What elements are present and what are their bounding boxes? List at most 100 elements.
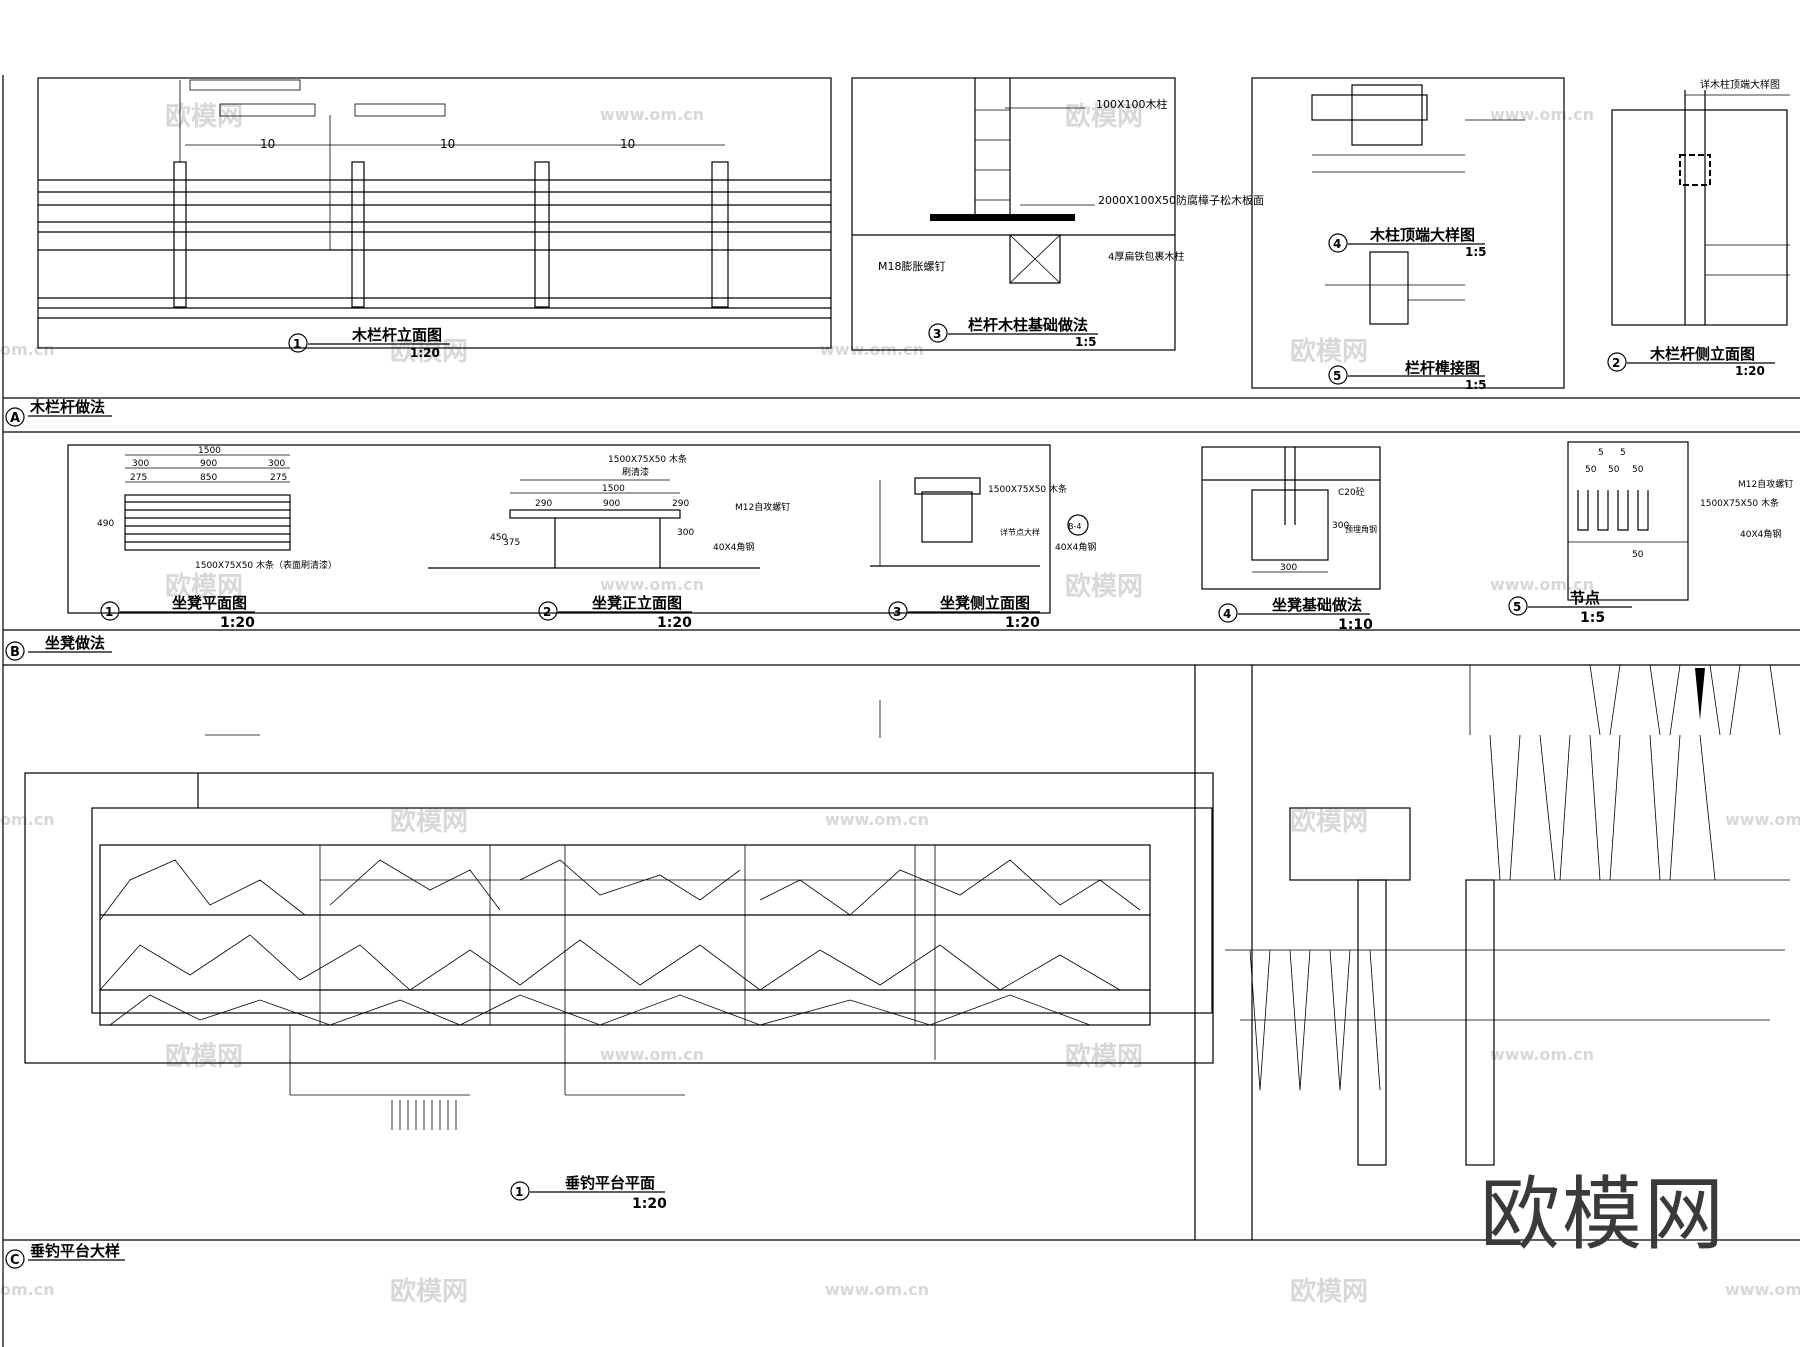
callout-note: 40X4角钢 <box>1055 541 1096 553</box>
drawing-title: 栏杆木柱基础做法 <box>968 316 1088 334</box>
callout-note: 4厚扁铁包裹木柱 <box>1108 250 1184 263</box>
watermark-brand: 欧模网 <box>1065 101 1143 132</box>
callout-note: C20砼 <box>1338 486 1365 498</box>
dim-label: 490 <box>97 519 114 529</box>
watermark-site: www.om.cn <box>600 575 704 594</box>
drawing-scale: 1:5 <box>1465 245 1487 259</box>
drawing-scale: 1:20 <box>1735 364 1765 378</box>
dim-label: 5 <box>1598 448 1604 458</box>
section-title: 坐凳做法 <box>45 634 105 652</box>
drawing-scale: 1:20 <box>657 615 692 631</box>
callout-note: 详木柱顶端大样图 <box>1700 78 1780 91</box>
bench-plan-drawing: 1500 300 900 300 275 850 275 490 1500X75… <box>67 444 1051 631</box>
drawing-title: 节点 <box>1570 589 1600 607</box>
dim-label: 10 <box>620 137 635 151</box>
post-top-joint-drawing: 4 木柱顶端大样图 1:5 5 栏杆榫接图 1:5 <box>1251 77 1565 392</box>
drawing-title: 木栏杆立面图 <box>351 326 442 344</box>
drawing-scale: 1:5 <box>1465 378 1487 392</box>
sheet-frame <box>2 75 1800 1347</box>
dim-label: 10 <box>260 137 275 151</box>
drawing-title: 坐凳侧立面图 <box>940 594 1030 612</box>
bench-side-elevation-drawing: B-4 1500X75X50 木条 40X4角钢 详节点大样 3 坐凳侧立面图 … <box>870 477 1096 631</box>
callout-note: 100X100木柱 <box>1096 97 1168 111</box>
drawing-number: 1 <box>105 605 113 619</box>
callout-note: 刷清漆 <box>622 466 649 478</box>
watermark-brand: 欧模网 <box>390 806 468 837</box>
drawing-title: 坐凳平面图 <box>172 594 247 612</box>
dim-label: 850 <box>200 473 217 483</box>
dim-label: 50 <box>1632 550 1644 560</box>
drawing-number: 4 <box>1223 607 1231 621</box>
watermark-site: www.om.cn <box>600 105 704 124</box>
drawing-number: 3 <box>893 605 901 619</box>
callout-note: 40X4角钢 <box>713 541 754 553</box>
callout-note: 详节点大样 <box>1000 527 1040 537</box>
drawing-scale: 1:20 <box>410 346 440 360</box>
drawing-title: 栏杆榫接图 <box>1405 359 1480 377</box>
bench-front-elevation-drawing: 1500 290 900 290 450 375 300 1500X75X50 … <box>428 453 790 631</box>
watermark-site: www.om.cn <box>1725 810 1800 829</box>
watermark-site: www.om.cn <box>600 1045 704 1064</box>
dim-label: 300 <box>268 459 285 469</box>
corner-watermark-logo: 欧模网 <box>1480 1168 1726 1261</box>
callout-note: 40X4角钢 <box>1740 528 1781 540</box>
watermark-brand: 欧模网 <box>1290 806 1368 837</box>
watermark-brand: 欧模网 <box>390 336 468 367</box>
dim-label: 275 <box>270 473 287 483</box>
dim-label: 1500 <box>602 484 625 494</box>
fishing-platform-plan-drawing: 1 垂钓平台平面 1:20 <box>24 664 1800 1240</box>
dim-label: 300 <box>1332 521 1349 531</box>
drawing-title: 垂钓平台平面 <box>565 1174 655 1192</box>
dim-label: 50 <box>1608 465 1620 475</box>
drawing-number: 3 <box>933 327 941 341</box>
bench-node-drawing: 5 5 50 50 50 50 M12自攻螺钉 1500X75X50 木条 40… <box>1508 441 1793 626</box>
section-label-b: B 坐凳做法 <box>5 634 112 661</box>
dim-label: 300 <box>677 528 694 538</box>
dim-label: 300 <box>132 459 149 469</box>
drawing-number: 2 <box>1612 356 1620 370</box>
detail-tag: B-4 <box>1068 522 1081 531</box>
drawing-number: 5 <box>1513 600 1521 614</box>
watermark-brand: 欧模网 <box>165 1041 243 1072</box>
watermark-brand: 欧模网 <box>1290 336 1368 367</box>
dim-label: 50 <box>1585 465 1597 475</box>
dim-label: 5 <box>1620 448 1626 458</box>
watermark-brand: 欧模网 <box>390 1276 468 1307</box>
callout-note: 1500X75X50 木条 <box>988 483 1067 495</box>
dim-label: 900 <box>200 459 217 469</box>
dim-label: 450 <box>490 533 507 543</box>
drawing-number: 4 <box>1333 237 1341 251</box>
watermark-site: www.om.cn <box>825 1280 929 1299</box>
watermark-site-short: om.cn <box>0 810 55 829</box>
watermark-brand: 欧模网 <box>1065 571 1143 602</box>
section-letter: C <box>10 1253 20 1268</box>
section-letter: A <box>10 411 20 426</box>
watermark-site: www.om.cn <box>1490 105 1594 124</box>
watermark-brand: 欧模网 <box>1290 1276 1368 1307</box>
drawing-title: 木柱顶端大样图 <box>1369 226 1475 244</box>
dim-label: 375 <box>503 538 520 548</box>
watermark-site: www.om.cn <box>1725 1280 1800 1299</box>
dim-label: 1500 <box>198 446 221 456</box>
drawing-number: 1 <box>293 337 301 351</box>
drawing-title: 坐凳正立面图 <box>592 594 682 612</box>
watermark-site-short: om.cn <box>0 340 55 359</box>
dim-label: 10 <box>440 137 455 151</box>
railing-elevation-drawing: 10 10 10 1 木栏杆立面图 1:20 <box>37 77 832 360</box>
drawing-number: 2 <box>543 605 551 619</box>
callout-note: M18膨胀螺钉 <box>878 259 946 273</box>
dim-label: 50 <box>1632 465 1644 475</box>
drawing-title: 木栏杆侧立面图 <box>1649 345 1755 363</box>
section-title: 木栏杆做法 <box>29 398 105 416</box>
railing-side-elevation-drawing: 详木柱顶端大样图 2 木栏杆侧立面图 1:20 <box>1607 78 1790 378</box>
drawing-title: 坐凳基础做法 <box>1272 596 1362 614</box>
dim-label: 290 <box>672 499 689 509</box>
bench-foundation-drawing: 300 300 C20砼 预埋角钢 4 坐凳基础做法 1:10 <box>1201 446 1381 633</box>
watermark-site: www.om.cn <box>1490 1045 1594 1064</box>
callout-note: 1500X75X50 木条 <box>1700 497 1779 509</box>
drawing-scale: 1:5 <box>1580 610 1605 626</box>
drawing-scale: 1:5 <box>1075 335 1097 349</box>
drawing-scale: 1:20 <box>632 1196 667 1212</box>
drawing-scale: 1:20 <box>1005 615 1040 631</box>
